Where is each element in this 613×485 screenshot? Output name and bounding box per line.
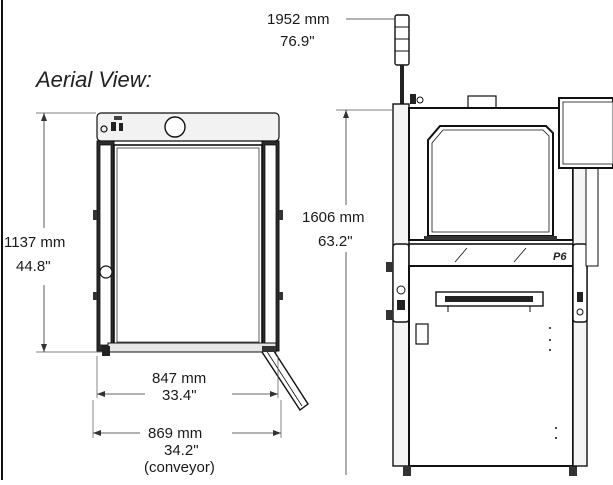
depth-dimension: 1137 mm 44.8" <box>4 112 104 353</box>
view-title: Aerial View: <box>34 67 152 92</box>
machine-label: P6 <box>553 251 567 263</box>
cabinet-height-inch: 63.2" <box>318 233 353 250</box>
signal-tower <box>394 14 410 66</box>
aerial-top-port <box>164 116 186 138</box>
total-height-mm: 1952 mm <box>267 11 330 28</box>
depth-inch: 44.8" <box>16 258 51 275</box>
total-height-inch: 76.9" <box>280 33 315 50</box>
front-machine: P6 <box>386 14 613 476</box>
cabinet-height-mm: 1606 mm <box>302 209 365 226</box>
conveyor-width-dimension: 869 mm 34.2" (conveyor) <box>92 400 282 476</box>
total-height-dimension: 1952 mm 76.9" <box>267 11 394 50</box>
width-mm: 847 mm <box>152 370 206 387</box>
aerial-machine <box>93 112 309 412</box>
width-inch: 33.4" <box>162 387 197 404</box>
cabinet-height-dimension: 1606 mm 63.2" <box>302 109 392 475</box>
conveyor-width-inch: 34.2" <box>164 442 199 459</box>
conveyor-note: (conveyor) <box>144 459 215 476</box>
width-dimension: 847 mm 33.4" <box>96 356 279 404</box>
depth-mm: 1137 mm <box>4 234 65 251</box>
conveyor-width-mm: 869 mm <box>148 425 202 442</box>
